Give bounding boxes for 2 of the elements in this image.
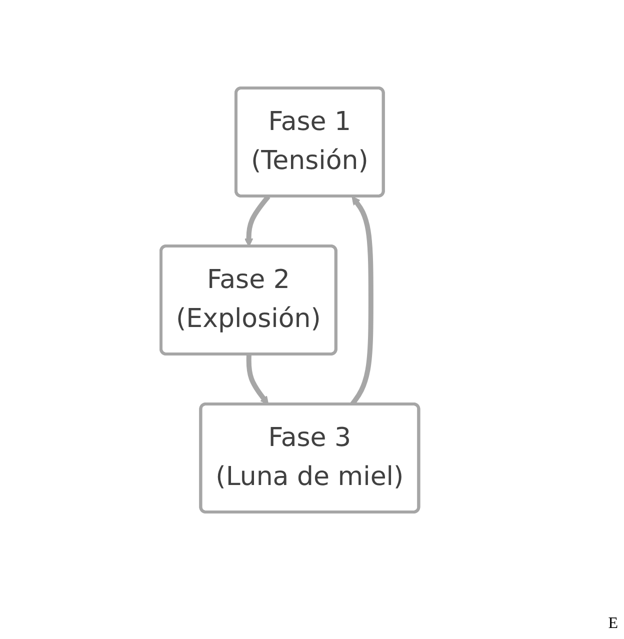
stray-letter: E <box>608 615 618 633</box>
arrow <box>246 354 269 405</box>
